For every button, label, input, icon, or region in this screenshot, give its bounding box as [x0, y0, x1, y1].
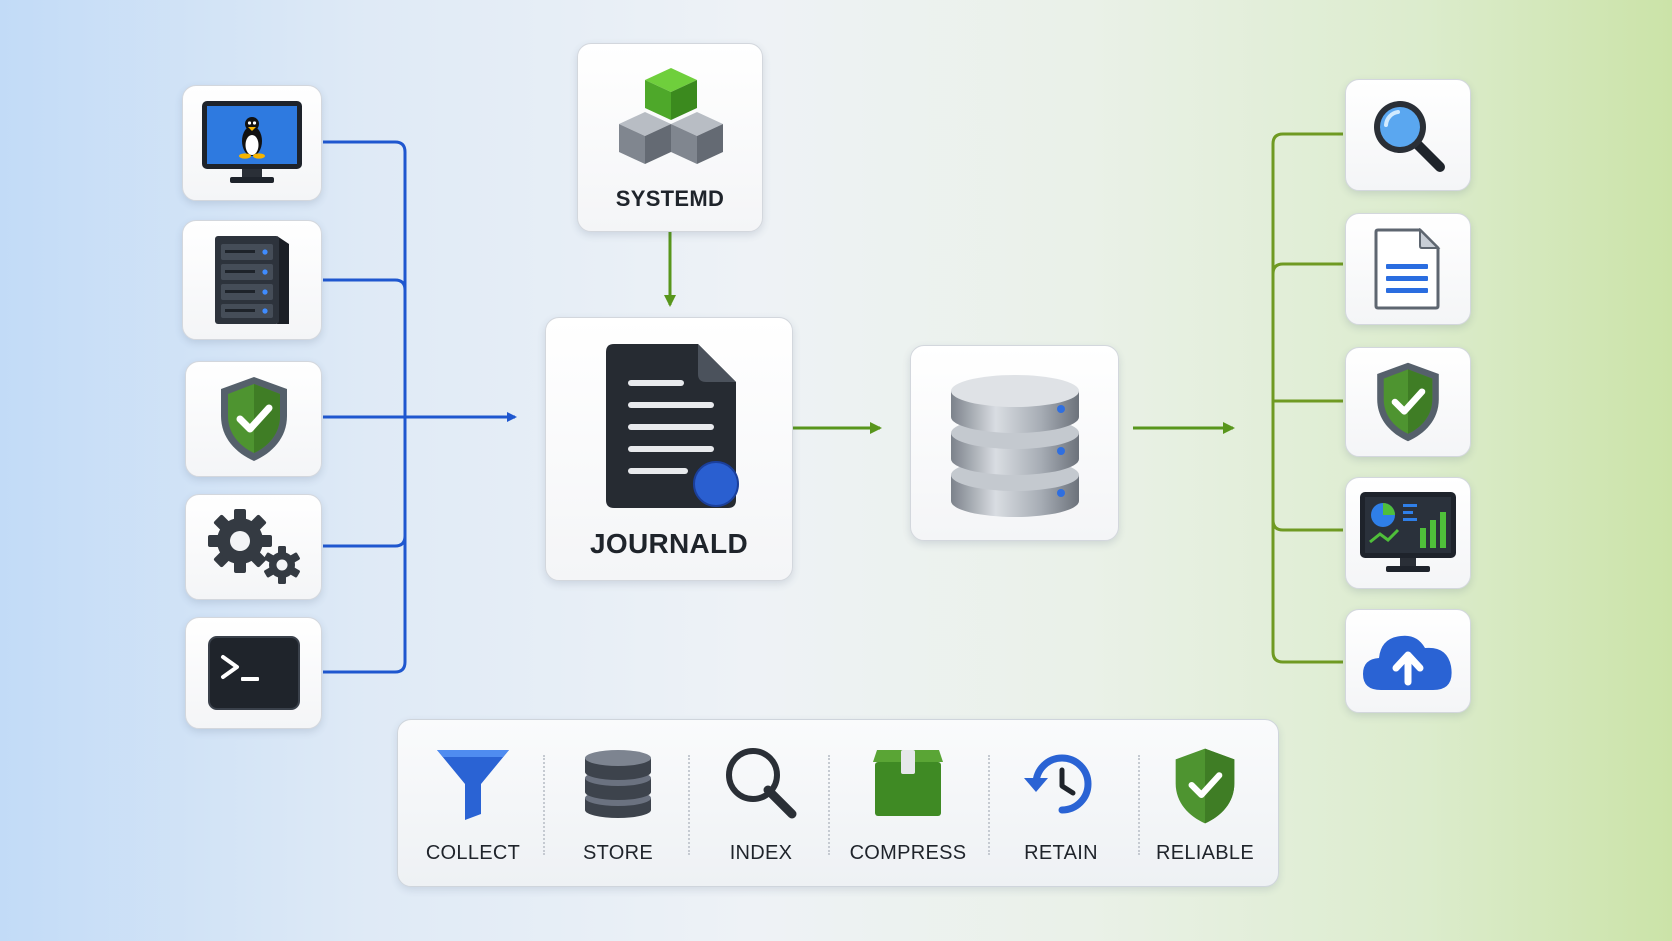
- systemd-node[interactable]: SYSTEMD: [577, 43, 763, 232]
- cube-green: [645, 68, 697, 120]
- database-icon: [950, 375, 1079, 517]
- document-icon: [1374, 228, 1441, 310]
- output-card-search[interactable]: [1345, 79, 1471, 191]
- output-card-security[interactable]: [1345, 347, 1471, 457]
- separator: [1138, 755, 1140, 855]
- feature-retain: RETAIN: [1006, 720, 1116, 888]
- journald-node[interactable]: JOURNALD: [545, 317, 793, 581]
- output-card-dashboard[interactable]: [1345, 477, 1471, 589]
- source-card-security[interactable]: [185, 361, 322, 477]
- cloud-upload-icon: [1363, 635, 1452, 690]
- archive-box-icon: [873, 750, 943, 816]
- feature-label: COMPRESS: [849, 842, 967, 864]
- source-card-terminal[interactable]: [185, 617, 322, 729]
- dashboard-monitor-icon: [1360, 492, 1456, 572]
- feature-label: INDEX: [729, 842, 793, 864]
- source-card-services[interactable]: [185, 494, 322, 600]
- journal-document-icon: [606, 344, 739, 508]
- features-panel: COLLECT STORE INDEX: [397, 719, 1279, 887]
- search-icon: [1374, 101, 1445, 172]
- source-bus: [323, 140, 517, 674]
- history-clock-icon: [1024, 754, 1092, 814]
- feature-compress: COMPRESS: [850, 720, 966, 888]
- security-shield-icon: [220, 377, 287, 461]
- search-icon: [726, 748, 797, 819]
- systemd-label: SYSTEMD: [615, 186, 725, 211]
- funnel-icon: [437, 750, 509, 820]
- feature-label: RETAIN: [1024, 842, 1098, 864]
- feature-store: STORE: [563, 720, 673, 888]
- shield-check-icon: [1175, 748, 1235, 824]
- database-icon: [585, 750, 651, 818]
- terminal-icon: [207, 636, 300, 710]
- source-card-linux[interactable]: [182, 85, 322, 201]
- separator: [988, 755, 990, 855]
- feature-reliable: RELIABLE: [1150, 720, 1260, 888]
- server-icon: [215, 236, 289, 324]
- output-bus: [1271, 132, 1343, 664]
- journald-label: JOURNALD: [590, 528, 748, 559]
- feature-collect: COLLECT: [418, 720, 528, 888]
- storage-database-node[interactable]: [910, 345, 1119, 541]
- feature-label: COLLECT: [425, 842, 521, 864]
- security-shield-icon: [1377, 362, 1439, 442]
- linux-monitor-icon: [202, 101, 302, 183]
- cubes-icon: [619, 68, 723, 164]
- feature-label: RELIABLE: [1155, 842, 1254, 864]
- source-card-server[interactable]: [182, 220, 322, 340]
- output-card-cloud[interactable]: [1345, 609, 1471, 713]
- feature-index: INDEX: [706, 720, 816, 888]
- separator: [543, 755, 545, 855]
- feature-label: STORE: [582, 842, 654, 864]
- separator: [688, 755, 690, 855]
- output-card-document[interactable]: [1345, 213, 1471, 325]
- gears-icon: [207, 509, 300, 584]
- separator: [828, 755, 830, 855]
